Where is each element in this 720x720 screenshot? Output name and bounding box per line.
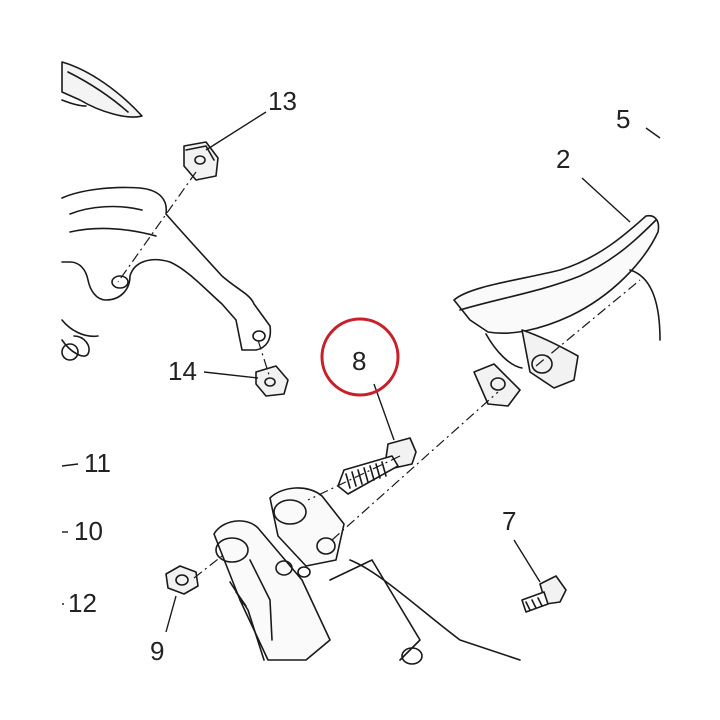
assembly-axis-lines — [117, 171, 641, 579]
callout-12: 12 — [68, 588, 97, 618]
leader-lines — [61, 111, 661, 633]
nut-9 — [165, 565, 199, 595]
bolt-7 — [521, 575, 567, 613]
clip-nut-13 — [183, 141, 219, 181]
callout-2: 2 — [556, 144, 570, 174]
callout-8: 8 — [352, 346, 366, 376]
callout-13: 13 — [268, 86, 297, 116]
strap-hanger-part — [453, 214, 661, 407]
callout-14: 14 — [168, 356, 197, 386]
swing-arm-assembly — [213, 487, 521, 665]
fairing-edge-part — [61, 61, 143, 118]
callout-10: 10 — [74, 516, 103, 546]
callout-11: 11 — [84, 448, 111, 478]
left-bracket-part — [61, 186, 272, 361]
callout-5: 5 — [616, 104, 630, 134]
bolt-8 — [337, 437, 417, 495]
callout-9: 9 — [150, 636, 164, 666]
clip-nut-14 — [255, 365, 289, 397]
callout-7: 7 — [502, 506, 516, 536]
highlight-circle — [320, 317, 400, 397]
